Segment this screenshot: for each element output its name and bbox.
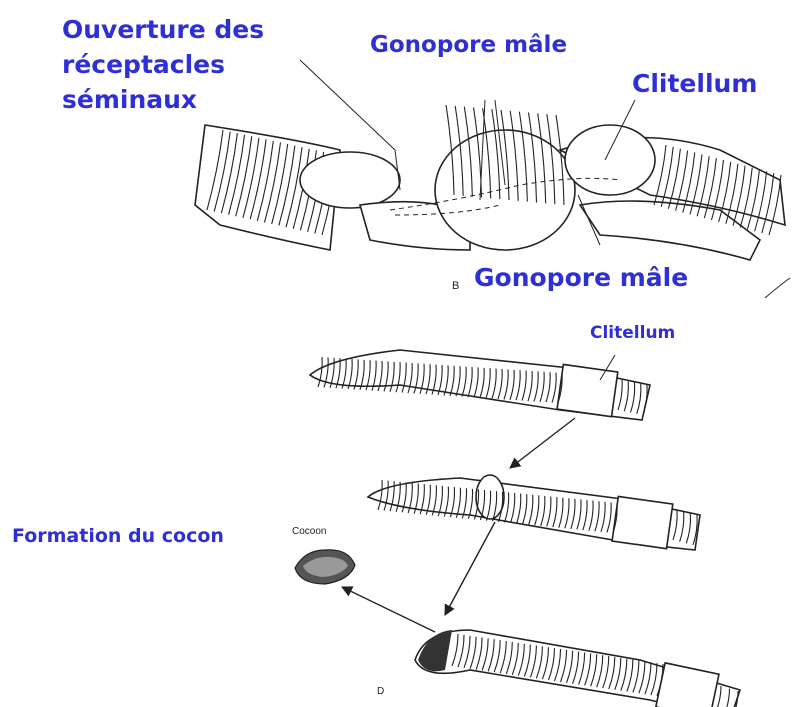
cocoon-illustration <box>295 550 355 584</box>
label-formation-du-cocon: Formation du cocon <box>12 525 224 547</box>
panel-letter-d: D <box>377 686 384 697</box>
label-gonopore-male-top: Gonopore mâle <box>370 32 567 58</box>
label-gonopore-male-bottom: Gonopore mâle <box>474 263 688 292</box>
label-cocoon: Cocoon <box>292 526 326 537</box>
worm-stage-2 <box>368 475 700 550</box>
worm-stage-3 <box>415 630 740 707</box>
label-ouverture-line2: réceptacles <box>62 50 225 79</box>
label-clitellum-bottom: Clitellum <box>590 323 675 343</box>
label-ouverture-line1: Ouverture des <box>62 15 264 44</box>
label-ouverture-line3: séminaux <box>62 85 197 114</box>
panel-letter-b: B <box>452 280 459 292</box>
worm-stage-1 <box>310 350 650 420</box>
label-clitellum-top: Clitellum <box>632 69 757 98</box>
